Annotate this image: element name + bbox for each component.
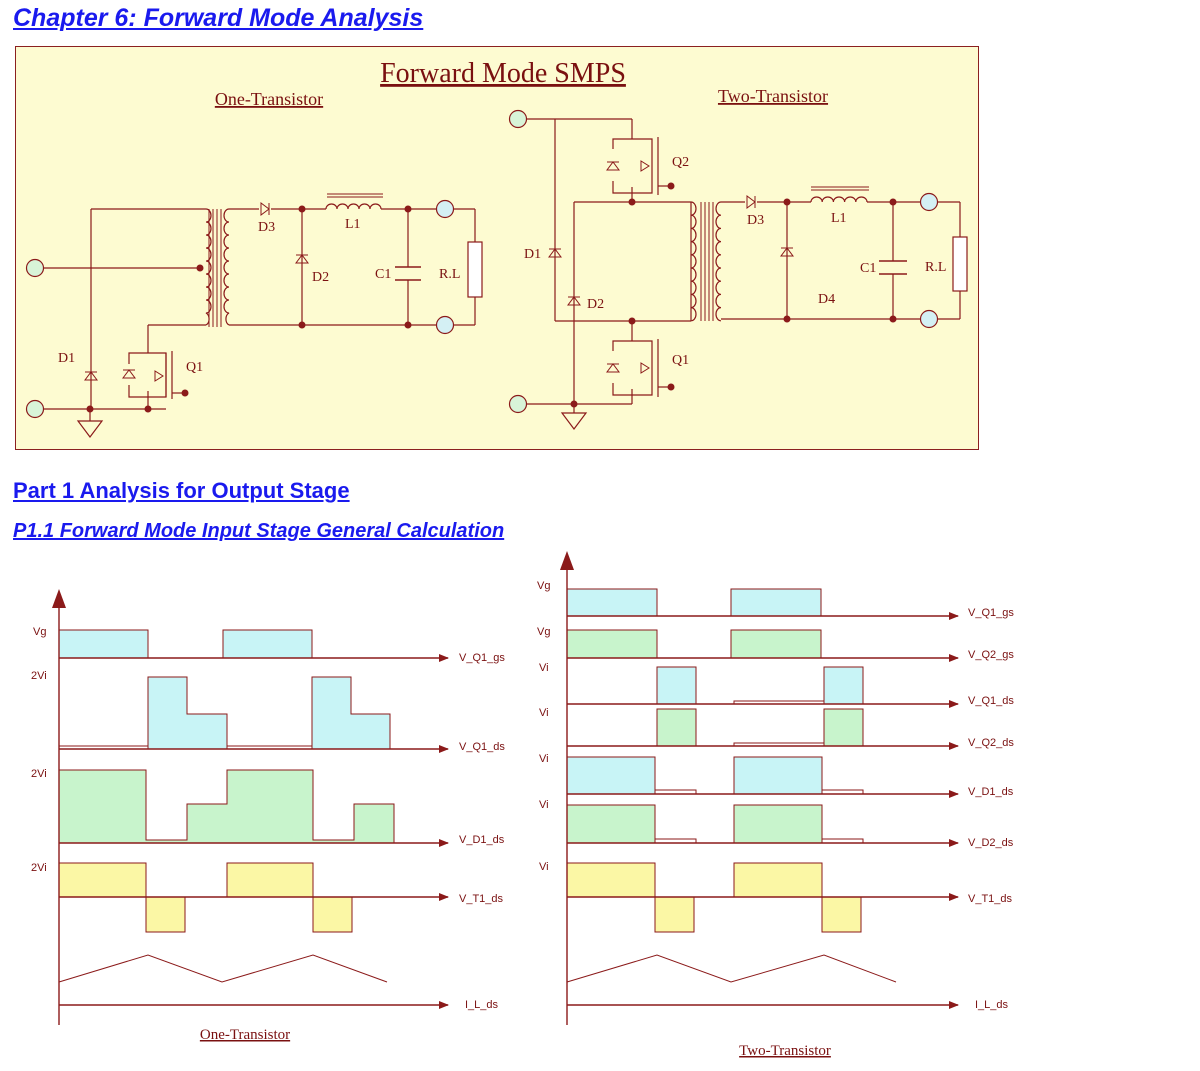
label-q2-right: Q2 — [672, 155, 689, 170]
left-signal-vq1gs: V_Q1_gs — [459, 652, 505, 664]
label-d2-right: D2 — [587, 297, 604, 312]
q2-arrow-icon — [640, 160, 650, 172]
left-waveform-caption: One-Transistor — [200, 1027, 290, 1043]
diode-d3-right — [746, 195, 756, 209]
right-signal-vt1ds: V_T1_ds — [968, 893, 1013, 905]
label-q1-right: Q1 — [672, 353, 689, 368]
left-signal-vq1ds: V_Q1_ds — [459, 741, 505, 753]
right-signal-vd1ds: V_D1_ds — [968, 786, 1014, 798]
right-level-vq1ds: Vi — [539, 662, 549, 674]
chapter-title: Chapter 6: Forward Mode Analysis — [13, 4, 424, 32]
label-l1-right: L1 — [831, 211, 847, 226]
label-d1-left: D1 — [58, 351, 75, 366]
right-waveforms — [566, 588, 897, 983]
p11-heading: P1.1 Forward Mode Input Stage General Ca… — [13, 520, 505, 542]
label-d1-right: D1 — [524, 247, 541, 262]
ground-left-icon — [77, 420, 103, 438]
schematic-right-title: Two-Transistor — [718, 86, 828, 106]
right-level-vd2ds: Vi — [539, 799, 549, 811]
left-level-vg: Vg — [33, 626, 46, 638]
right-level-vq2ds: Vi — [539, 707, 549, 719]
diode-q2-body — [606, 161, 620, 171]
left-level-vq1ds: 2Vi — [31, 670, 47, 682]
q1-arrow-icon — [154, 370, 164, 382]
label-d3-left: D3 — [258, 220, 275, 235]
schematic-panel: Forward Mode SMPS One-Transistor Two-Tra… — [15, 46, 979, 450]
left-waveforms — [58, 629, 395, 983]
diode-q1-body — [122, 369, 136, 379]
diode-d3-left — [260, 202, 270, 216]
output-terminal-bottom-left — [435, 315, 455, 335]
left-signal-vt1ds: V_T1_ds — [459, 893, 504, 905]
input-terminal-bottom-right — [508, 394, 528, 414]
left-axis-arrow-icon — [52, 589, 66, 608]
right-level-vt1ds: Vi — [539, 861, 549, 873]
right-waveform-caption: Two-Transistor — [739, 1043, 831, 1059]
right-level-vq2gs: Vg — [537, 626, 550, 638]
input-terminal-top-left — [25, 258, 45, 278]
output-terminal-top-right — [919, 192, 939, 212]
part1-heading: Part 1 Analysis for Output Stage — [13, 478, 350, 503]
label-d4-right: D4 — [818, 292, 835, 307]
label-d3-right: D3 — [747, 213, 764, 228]
diode-q1-body-right — [606, 363, 620, 373]
right-signal-vq2ds: V_Q2_ds — [968, 737, 1014, 749]
right-signal-ilds: I_L_ds — [975, 999, 1009, 1011]
q1-right-arrow-icon — [640, 362, 650, 374]
ground-right-icon — [561, 412, 587, 430]
label-c1-left: C1 — [375, 267, 391, 282]
left-level-vt1ds: 2Vi — [31, 862, 47, 874]
schematic-svg: Forward Mode SMPS One-Transistor Two-Tra… — [25, 58, 968, 438]
label-rl-left: R.L — [439, 267, 460, 282]
resistor-rl-left — [467, 241, 483, 298]
right-axis-arrow-icon — [560, 551, 574, 570]
resistor-rl-right — [952, 236, 968, 292]
label-l1-left: L1 — [345, 217, 361, 232]
schematic-left-title: One-Transistor — [215, 89, 323, 109]
schematic-title: Forward Mode SMPS — [380, 58, 626, 89]
output-terminal-top-left — [435, 199, 455, 219]
waveforms-svg: Vg 2Vi 2Vi 2Vi V_Q1_gs V_Q1_ds V_D1_ds V… — [31, 551, 1014, 1059]
left-level-vd1ds: 2Vi — [31, 768, 47, 780]
left-signal-ilds: I_L_ds — [465, 999, 499, 1011]
left-signal-vd1ds: V_D1_ds — [459, 834, 505, 846]
input-terminal-top-right — [508, 109, 528, 129]
right-level-vd1ds: Vi — [539, 753, 549, 765]
output-terminal-bottom-right — [919, 309, 939, 329]
label-c1-right: C1 — [860, 261, 876, 276]
label-rl-right: R.L — [925, 260, 946, 275]
right-signal-vd2ds: V_D2_ds — [968, 837, 1014, 849]
right-signal-vq1ds: V_Q1_ds — [968, 695, 1014, 707]
label-d2-left: D2 — [312, 270, 329, 285]
input-terminal-bottom-left — [25, 399, 45, 419]
right-signal-vq1gs: V_Q1_gs — [968, 607, 1014, 619]
right-signal-vq2gs: V_Q2_gs — [968, 649, 1014, 661]
right-level-vq1gs: Vg — [537, 580, 550, 592]
label-q1-left: Q1 — [186, 360, 203, 375]
